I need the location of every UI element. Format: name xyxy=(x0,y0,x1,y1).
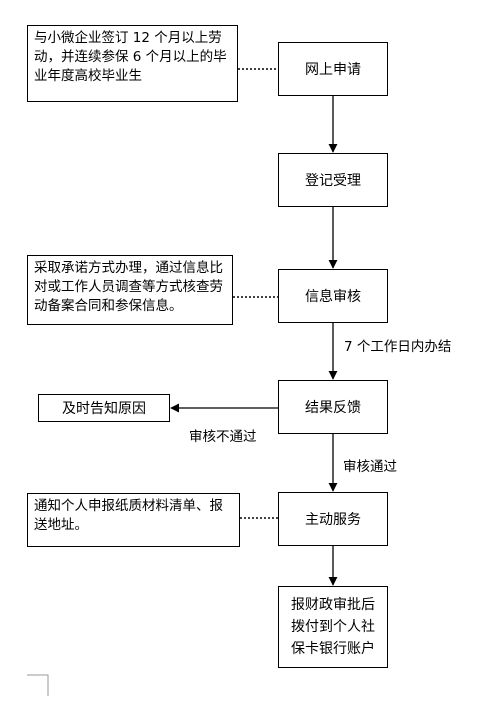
step-online-application: 网上申请 xyxy=(278,42,388,96)
step-disbursement: 报财政审批后拨付到个人社保卡银行账户 xyxy=(278,586,388,668)
step-registration: 登记受理 xyxy=(278,153,388,207)
note-service-text: 通知个人申报纸质材料清单、报送地址。 xyxy=(34,498,223,533)
note-eligibility-text: 与小微企业签订 12 个月以上劳动，并连续参保 6 个月以上的毕业年度高校毕业生 xyxy=(34,30,227,84)
note-service-action: 通知个人申报纸质材料清单、报送地址。 xyxy=(27,493,240,547)
step-result-feedback: 结果反馈 xyxy=(278,380,388,434)
corner-mark xyxy=(27,674,49,696)
note-verification-text: 采取承诺方式办理，通过信息比对或工作人员调查等方式核查劳动备案合同和参保信息。 xyxy=(34,260,223,314)
label-timeline: 7 个工作日内办结 xyxy=(344,339,452,355)
note-eligibility: 与小微企业签订 12 个月以上劳动，并连续参保 6 个月以上的毕业年度高校毕业生 xyxy=(27,25,238,102)
step-active-service: 主动服务 xyxy=(278,492,388,546)
label-approved: 审核通过 xyxy=(343,459,397,475)
note-verification: 采取承诺方式办理，通过信息比对或工作人员调查等方式核查劳动备案合同和参保信息。 xyxy=(27,255,233,325)
label-rejected: 审核不通过 xyxy=(189,429,257,445)
note-reject-action: 及时告知原因 xyxy=(38,394,170,422)
step-information-review: 信息审核 xyxy=(278,269,388,323)
